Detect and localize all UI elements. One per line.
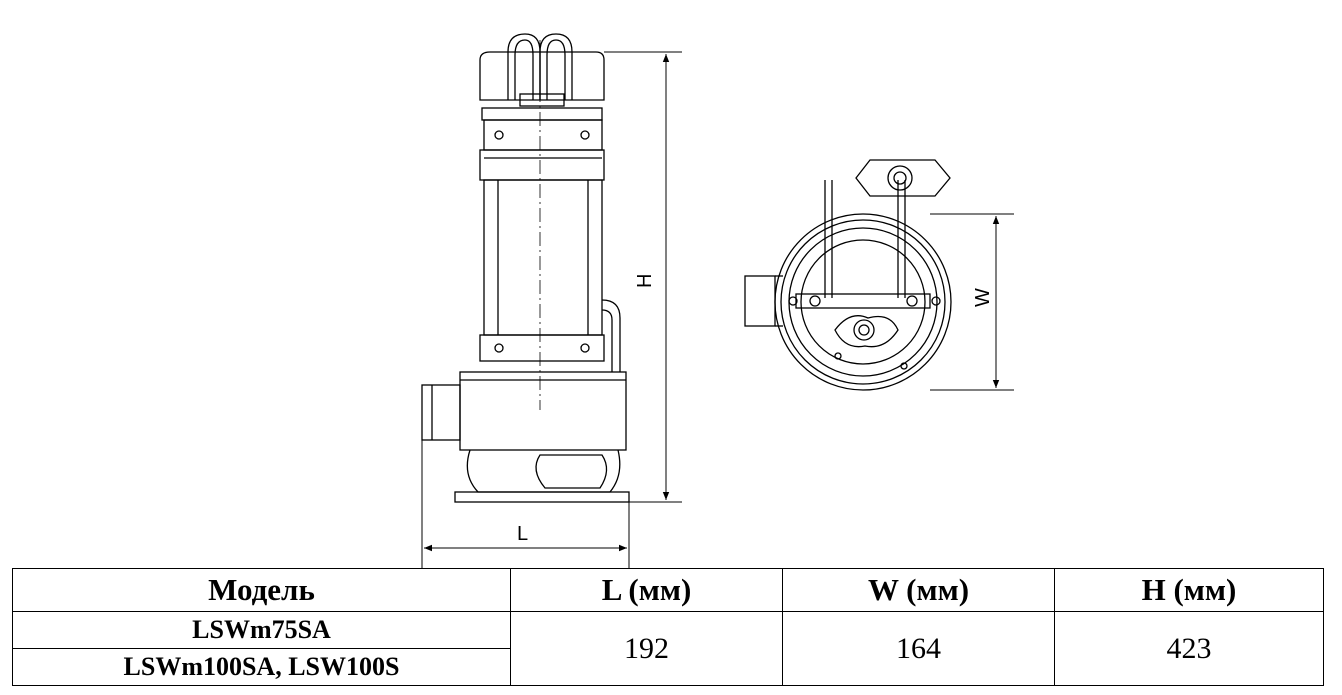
pump-side-view <box>421 33 630 503</box>
length-value: 192 <box>510 611 783 686</box>
height-value: 423 <box>1054 611 1324 686</box>
height-label: H <box>634 274 656 288</box>
table-row: LSWm75SA 192 164 423 <box>12 611 1324 686</box>
width-dimension <box>930 213 1014 391</box>
pump-dimension-drawing: H L <box>421 33 1014 568</box>
header-length: L (мм) <box>510 568 783 612</box>
header-model: Модель <box>12 568 511 612</box>
width-label: W <box>972 288 994 307</box>
pump-top-view <box>744 159 952 391</box>
length-dimension <box>421 440 630 568</box>
model-cell: LSWm75SA <box>12 611 511 649</box>
height-dimension <box>604 51 682 503</box>
table-header-row: Модель L (мм) W (мм) H (мм) <box>12 568 1324 612</box>
header-height: H (мм) <box>1054 568 1324 612</box>
length-label: L <box>517 523 528 545</box>
header-width: W (мм) <box>782 568 1055 612</box>
width-value: 164 <box>782 611 1055 686</box>
model-cell: LSWm100SA, LSW100S <box>12 648 511 686</box>
specifications-table: Модель L (мм) W (мм) H (мм) LSWm75SA 192… <box>12 568 1324 686</box>
table-row: LSWm100SA, LSW100S <box>12 648 1324 686</box>
